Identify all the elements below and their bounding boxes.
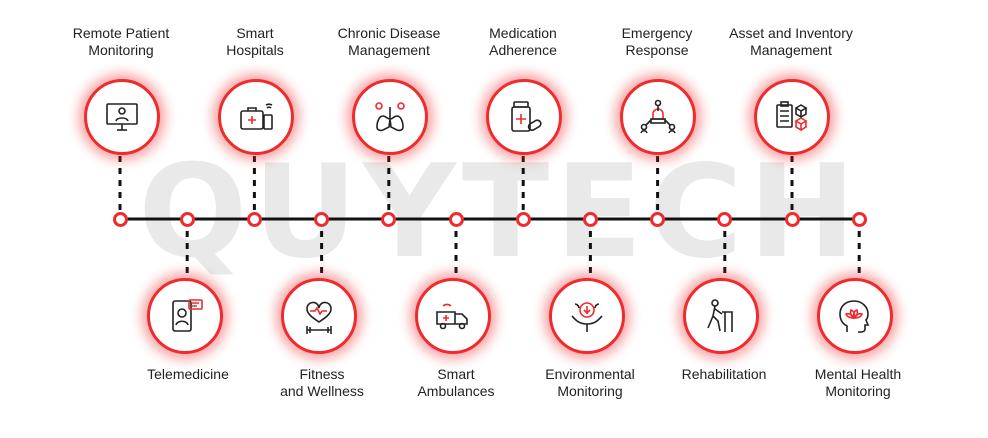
head-lotus-icon (817, 278, 893, 354)
clipboard-boxes-icon (754, 79, 830, 155)
timeline-dot (381, 211, 397, 227)
label-rehabilitation: Rehabilitation (681, 366, 767, 382)
timeline-dot (717, 211, 733, 227)
hand-plant-icon (549, 278, 625, 354)
timeline-dot (582, 211, 598, 227)
label-remote-patient-monitoring: Remote Patient Monitoring (72, 25, 170, 58)
siren-network-icon (620, 79, 696, 155)
label-asset-inventory-management: Asset and Inventory Management (729, 25, 853, 58)
label-smart-hospitals: Smart Hospitals (226, 25, 284, 58)
timeline-dot (784, 211, 800, 227)
label-mental-health-monitoring: Mental Health Monitoring (814, 366, 902, 399)
label-fitness-wellness: Fitness and Wellness (280, 366, 364, 399)
label-chronic-disease-management: Chronic Disease Management (337, 25, 441, 58)
heart-dumbbell-icon (281, 278, 357, 354)
timeline-dot (515, 211, 531, 227)
label-telemedicine: Telemedicine (147, 366, 229, 382)
timeline-dot (112, 211, 128, 227)
timeline-dot (314, 211, 330, 227)
pill-bottle-icon (486, 79, 562, 155)
phone-doctor-chat-icon (147, 278, 223, 354)
lungs-virus-icon (352, 79, 428, 155)
monitor-doctor-icon (84, 79, 160, 155)
walker-person-icon (683, 278, 759, 354)
timeline-dot (448, 211, 464, 227)
timeline-dot (246, 211, 262, 227)
label-medication-adherence: Medication Adherence (489, 25, 557, 58)
label-emergency-response: Emergency Response (621, 25, 693, 58)
label-smart-ambulances: Smart Ambulances (417, 366, 495, 399)
timeline-dot (179, 211, 195, 227)
ambulance-icon (415, 278, 491, 354)
timeline-dot (650, 211, 666, 227)
label-environmental-monitoring: Environmental Monitoring (545, 366, 635, 399)
medical-kit-phone-icon (218, 79, 294, 155)
timeline-dot (851, 211, 867, 227)
